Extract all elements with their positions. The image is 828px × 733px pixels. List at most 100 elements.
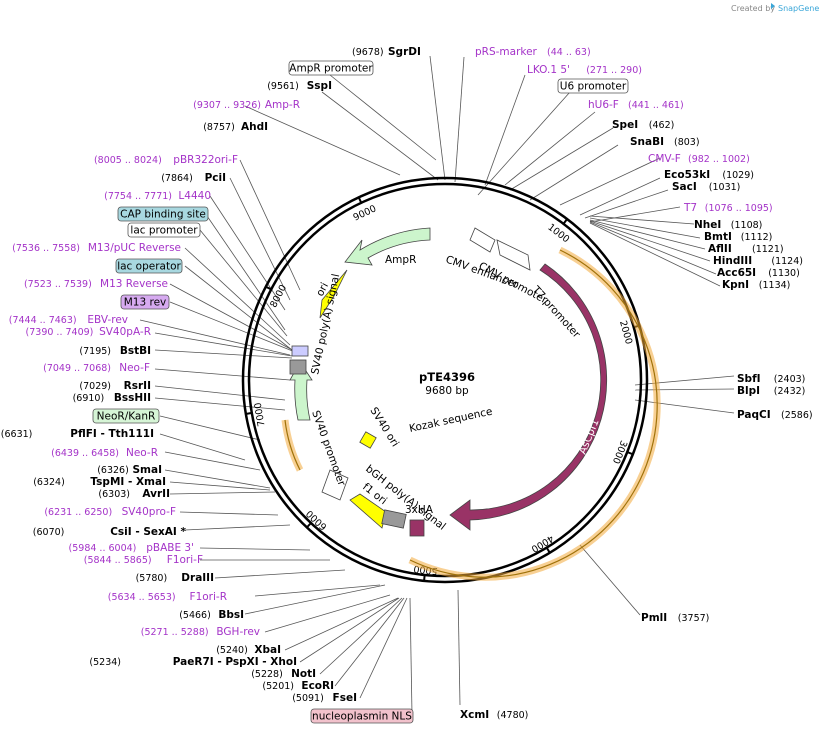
ampr-feature[interactable] — [344, 227, 431, 266]
enzyme-sspi[interactable]: (9561)SspI — [267, 80, 332, 92]
enzyme-sgrdi[interactable]: SgrDI(9678) — [352, 46, 421, 58]
enzyme-spei[interactable]: SpeI(462) — [612, 119, 674, 131]
primer-neo-f[interactable]: (7049 .. 7068)Neo-F — [43, 362, 150, 374]
nls-3xha-feature[interactable] — [409, 519, 425, 537]
enzyme-acc65i[interactable]: Acc65I(1130) — [717, 267, 800, 279]
feature-box-u6-promoter[interactable]: U6 promoter — [557, 78, 629, 94]
feature-box-lac-operator[interactable]: lac operator — [115, 258, 183, 274]
primer-name: F1ori-R — [190, 591, 227, 603]
feature-box-m13-rev[interactable]: M13 rev — [120, 294, 170, 310]
enzyme-pmli[interactable]: PmlI(3757) — [641, 612, 709, 624]
enzyme-sbfi[interactable]: SbfI(2403) — [737, 373, 805, 385]
enzyme-name: BmtI — [704, 231, 732, 243]
enzyme-position: (1124) — [771, 256, 803, 267]
tick-label-7000: 7000 — [253, 402, 268, 428]
primer-prs-marker[interactable]: pRS-marker(44 .. 63) — [475, 46, 591, 58]
enzyme-position: (5780) — [136, 573, 168, 584]
primer-name: Amp-R — [265, 99, 300, 111]
feature-box-nucleoplasmin-nls[interactable]: nucleoplasmin NLS — [310, 708, 414, 724]
enzyme-labels-left: (9561)SspI (8757)AhdI (7864)PciI (7195)BstB… — [1, 80, 357, 704]
enzyme-name: BstBI — [120, 345, 151, 357]
enzyme-xcmi[interactable]: XcmI(4780) — [460, 709, 528, 721]
primer-bgh-rev[interactable]: (5271 .. 5288)BGH-rev — [141, 626, 260, 638]
enzyme-hindiii[interactable]: HindIII (1124) — [713, 255, 803, 267]
enzyme-ahdi[interactable]: (8757)AhdI — [203, 121, 268, 133]
enzyme-noti[interactable]: (5228)NotI — [251, 668, 316, 680]
primer-sv40pro-f[interactable]: (6231 .. 6250)SV40pro-F — [44, 506, 176, 518]
enzyme-saci[interactable]: SacI (1031) — [672, 181, 740, 193]
enzyme-bsshii[interactable]: (6910)BssHII — [73, 392, 151, 404]
enzyme-position: (5091) — [292, 693, 324, 704]
feature-box-bg — [557, 78, 629, 94]
primer-f1ori-r[interactable]: (5634 .. 5653)F1ori-R — [108, 591, 227, 603]
primer-position: (5844 .. 5865) — [84, 555, 152, 566]
primer-pbr322ori-f[interactable]: (8005 .. 8024)pBR322ori-F — [94, 154, 238, 166]
primer-cmv-f[interactable]: CMV-F(982 .. 1002) — [648, 153, 750, 165]
primer-name: M13/pUC Reverse — [88, 242, 181, 254]
primer-lko-1-5[interactable]: LKO.1 5'(271 .. 290) — [527, 64, 642, 76]
enzyme-eco53ki[interactable]: Eco53kI(1029) — [664, 169, 754, 181]
primer-f1ori-f[interactable]: (5844 .. 5865)F1ori-F — [84, 554, 203, 566]
enzyme-bmti[interactable]: BmtI(1112) — [704, 231, 772, 243]
enzyme-name: AhdI — [241, 121, 268, 133]
neor-feature[interactable] — [289, 361, 313, 421]
primer-hu6-f[interactable]: hU6-F(441 .. 461) — [588, 99, 684, 111]
primer-sv40pa-r[interactable]: (7390 .. 7409)SV40pA-R — [26, 326, 151, 338]
enzyme-tspmi-xmai[interactable]: (6324)TspMI - XmaI — [33, 476, 166, 488]
ascpf1-feature[interactable] — [449, 263, 608, 531]
primer-m13-puc-reverse[interactable]: (7536 .. 7558)M13/pUC Reverse — [12, 242, 181, 254]
enzyme-name: HindIII — [713, 255, 752, 267]
primer-name: Neo-F — [119, 362, 150, 374]
primer-amp-r[interactable]: (9307 .. 9326)Amp-R — [193, 99, 300, 111]
enzyme-draiii[interactable]: (5780)DraIII — [136, 572, 214, 584]
enzyme-blpi[interactable]: BlpI(2432) — [737, 385, 805, 397]
ori-feature[interactable] — [319, 269, 348, 319]
enzyme-position: (4780) — [497, 710, 529, 721]
sv40-promoter-feature[interactable] — [321, 469, 349, 501]
primer-neo-r[interactable]: (6439 .. 6458)Neo-R — [51, 447, 158, 459]
enzyme-position: (1031) — [709, 182, 741, 193]
bgh-polya-feature[interactable] — [381, 509, 407, 529]
credit-text: Created by — [731, 4, 775, 13]
enzyme-xbai[interactable]: (5240)XbaI — [216, 644, 281, 656]
enzyme-name: SacI — [672, 181, 697, 193]
tick-1000 — [562, 217, 569, 226]
enzyme-nhei[interactable]: NheI(1108) — [694, 219, 762, 231]
feature-box-ampr-promoter[interactable]: AmpR promoter — [288, 60, 374, 76]
feature-box-cap-binding-site[interactable]: CAP binding site — [117, 206, 209, 222]
primer-pbabe-3[interactable]: (5984 .. 6004)pBABE 3' — [69, 542, 194, 554]
sv40-polya-feature[interactable] — [289, 359, 307, 375]
enzyme-bstbi[interactable]: (7195)BstBI — [79, 345, 151, 357]
primer-ebv-rev[interactable]: (7444 .. 7463)EBV-rev — [9, 314, 128, 326]
tick-4000 — [545, 546, 552, 555]
enzyme-aflii[interactable]: AflII(1121) — [708, 243, 784, 255]
enzyme-smai[interactable]: (6326)SmaI — [97, 464, 162, 476]
enzyme-snabi[interactable]: SnaBI(803) — [630, 136, 700, 148]
feature-box-bg — [120, 294, 170, 310]
enzyme-bbsi[interactable]: (5466)BbsI — [179, 609, 244, 621]
cmv-promoter-feature[interactable] — [496, 239, 531, 271]
enzyme-avrii[interactable]: (6303)AvrII — [98, 488, 170, 500]
enzyme-paqci[interactable]: PaqCI(2586) — [737, 409, 813, 421]
enzyme-name: SbfI — [737, 373, 761, 385]
enzyme-pcii[interactable]: (7864)PciI — [161, 172, 226, 184]
enzyme-pflfi-tth111i[interactable]: (6631)PflFI - Tth111I — [1, 428, 154, 440]
primer-t7[interactable]: T7(1076 .. 1095) — [683, 202, 773, 214]
feature-box-text: lac operator — [117, 261, 181, 273]
enzyme-paer7i-pspxi-xhoi[interactable]: (5234)PaeR7I - PspXI - XhoI — [89, 656, 297, 668]
enzyme-fsei[interactable]: (5091)FseI — [292, 692, 357, 704]
enzyme-kpni[interactable]: KpnI(1134) — [722, 279, 790, 291]
feature-box-neor-kanr[interactable]: NeoR/KanR — [92, 408, 160, 424]
feature-box-lac-promoter[interactable]: lac promoter — [127, 222, 201, 238]
enzyme-rsrii[interactable]: (7029)RsrII — [79, 380, 151, 392]
primer-m13-reverse[interactable]: (7523 .. 7539)M13 Reverse — [24, 278, 168, 290]
enzyme-csii-sexai[interactable]: (6070)CsiI - SexAI * — [33, 526, 187, 538]
sv40-ori-feature[interactable] — [359, 431, 377, 449]
enzyme-ecori[interactable]: (5201)EcoRI — [262, 680, 334, 692]
enzyme-position: (462) — [649, 120, 675, 131]
enzyme-position: (5240) — [216, 645, 248, 656]
small-feature-stack[interactable] — [291, 345, 309, 357]
primer-position: (5984 .. 6004) — [69, 543, 137, 554]
cmv-enhancer-feature[interactable] — [469, 227, 496, 253]
primer-l4440[interactable]: (7754 .. 7771)L4440 — [104, 190, 211, 202]
